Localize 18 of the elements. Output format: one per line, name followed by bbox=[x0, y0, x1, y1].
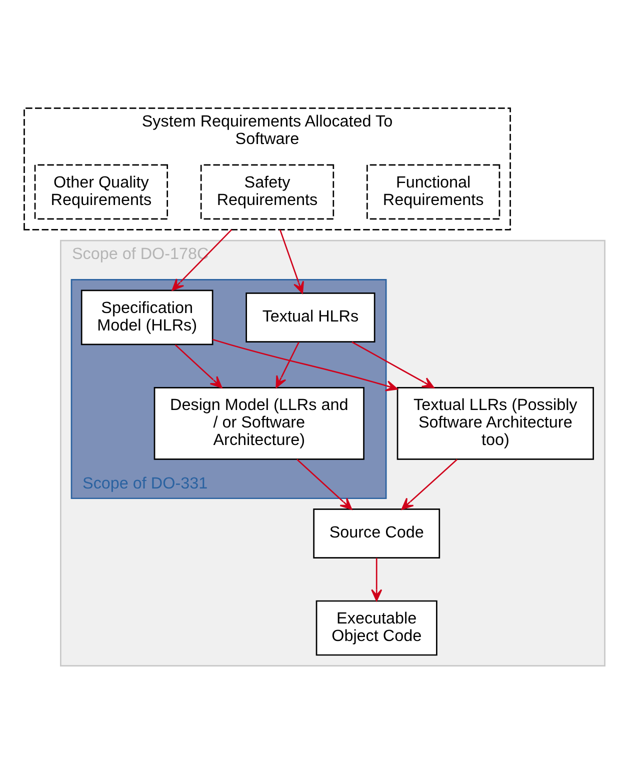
node-box: Textual LLRs (Possibly Software Architecture too) bbox=[396, 387, 594, 460]
node-box: Design Model (LLRs and / or Software Architecture) bbox=[154, 387, 364, 460]
arrow bbox=[352, 341, 434, 388]
node-box: Other Quality Requirements bbox=[34, 164, 168, 220]
node-box: Specification Model (HLRs) bbox=[80, 290, 214, 346]
node-box: Functional Requirements bbox=[366, 164, 500, 220]
node-box: Safety Requirements bbox=[200, 164, 334, 220]
arrow bbox=[296, 458, 352, 510]
node-box: Textual HLRs bbox=[246, 292, 376, 342]
arrow bbox=[172, 229, 232, 291]
node-box: Executable Object Code bbox=[316, 600, 438, 656]
arrow bbox=[279, 229, 304, 294]
node-box: Source Code bbox=[313, 508, 440, 558]
arrow bbox=[371, 558, 382, 602]
arrow bbox=[401, 458, 458, 510]
arrow bbox=[174, 344, 222, 388]
arrow bbox=[276, 342, 300, 388]
arrow bbox=[212, 338, 398, 392]
